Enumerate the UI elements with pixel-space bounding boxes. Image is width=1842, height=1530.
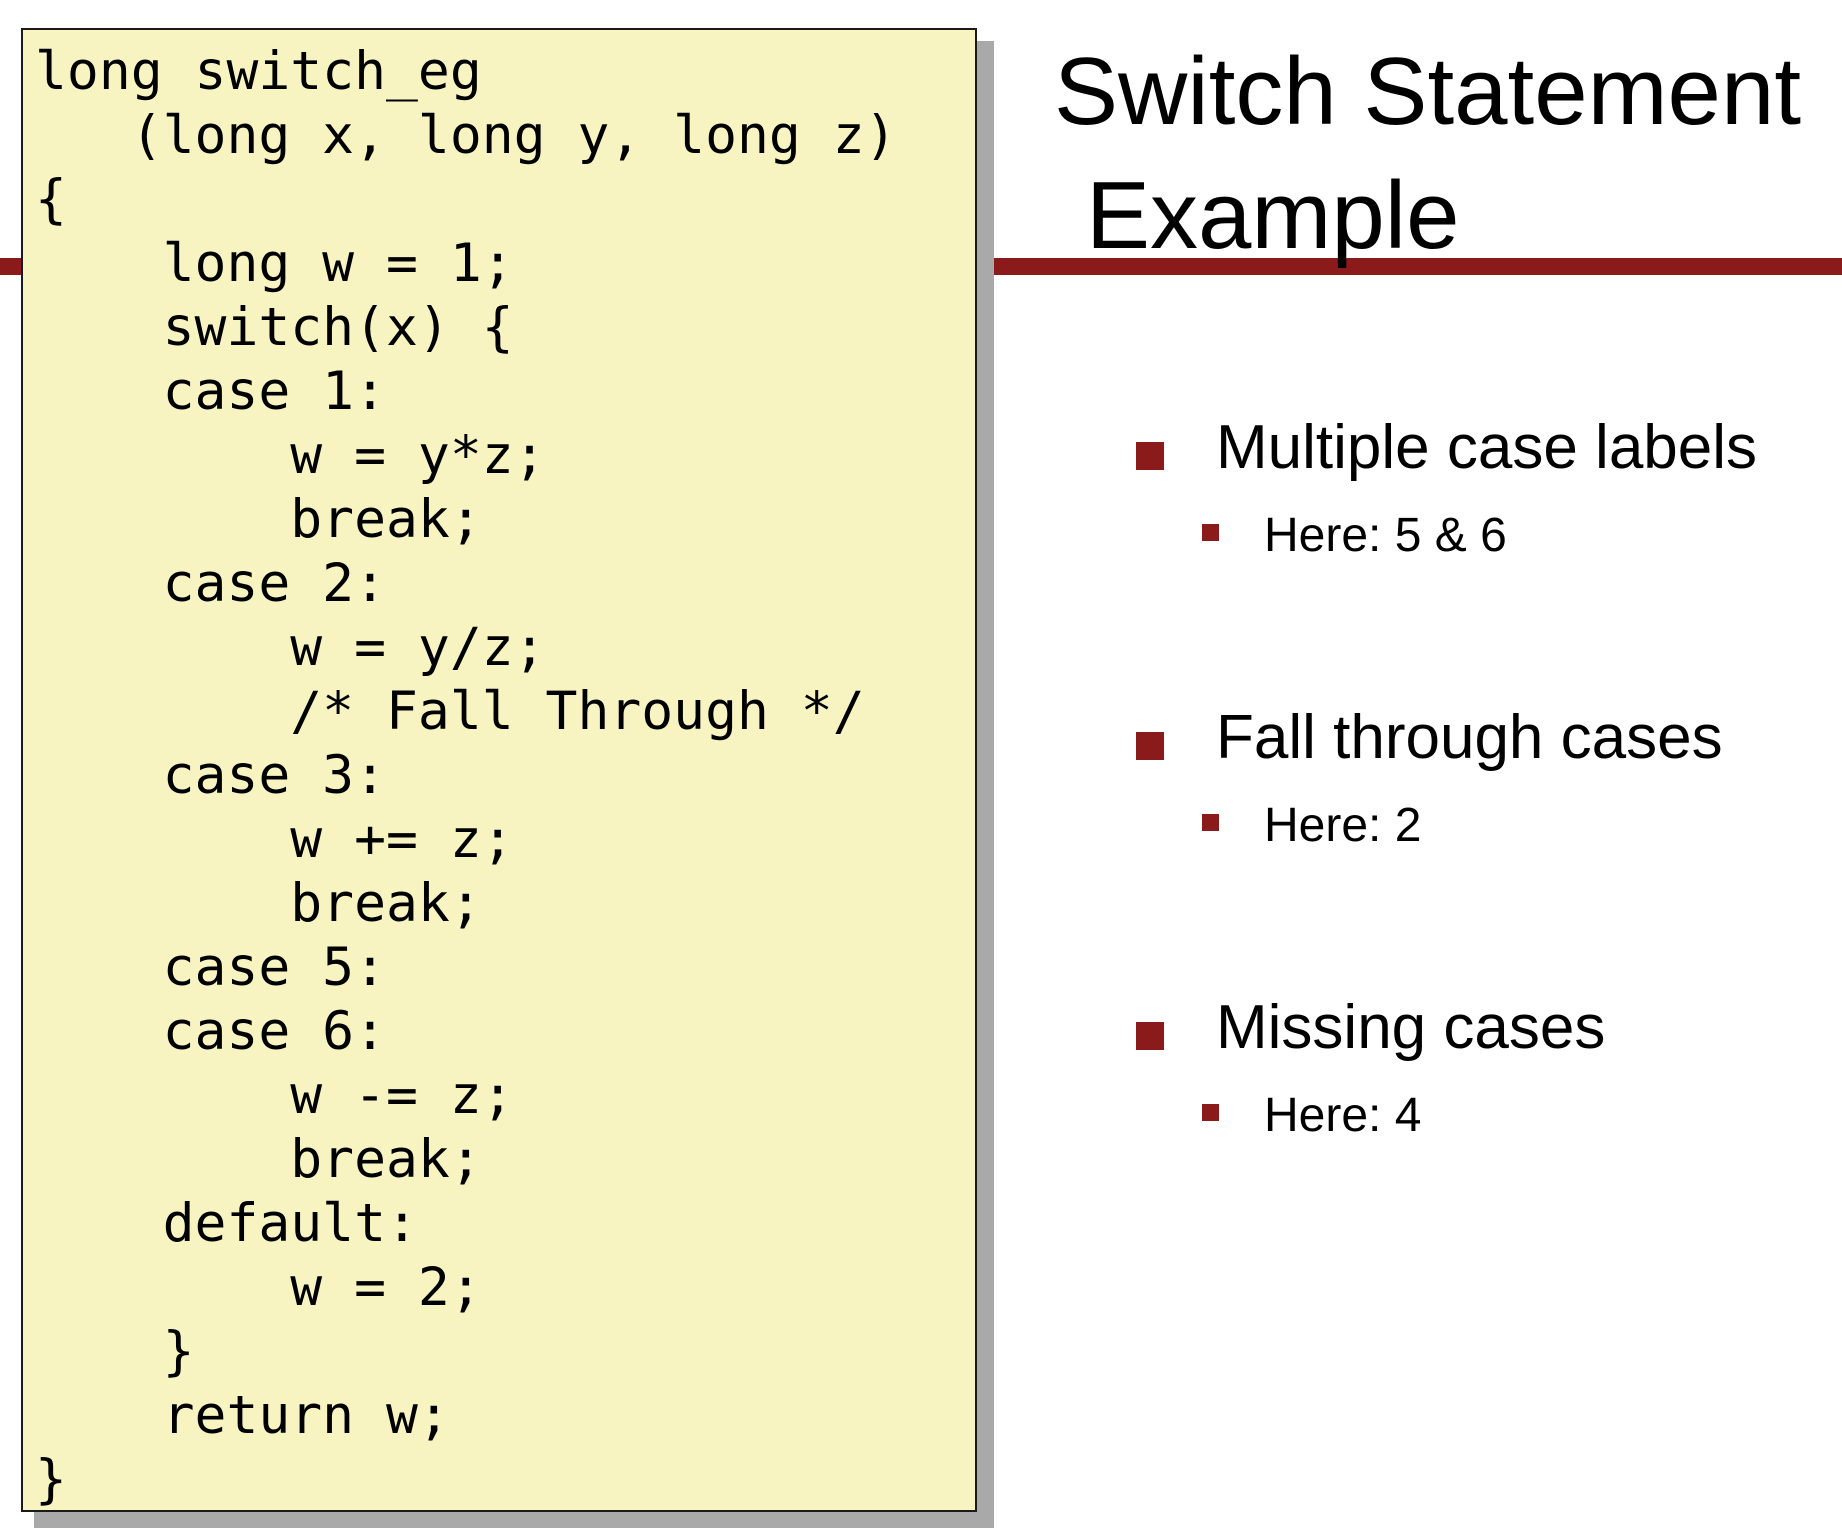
code-line: case 5:: [35, 937, 386, 998]
sub-bullet-text: Here: 4: [1264, 1089, 1422, 1142]
code-line: long switch_eg: [35, 41, 482, 102]
code-line: (long x, long y, long z): [35, 105, 897, 166]
square-bullet-icon: [1136, 732, 1164, 760]
small-square-bullet-icon: [1202, 524, 1219, 541]
code-line: }: [35, 1321, 195, 1382]
slide-title-line-2: Example: [1086, 162, 1460, 269]
slide-title-line-1: Switch Statement: [1054, 38, 1801, 145]
sub-bullet-item: Here: 5 & 6: [1136, 504, 1836, 568]
bullet-item: Missing cases: [1136, 988, 1836, 1068]
small-square-bullet-icon: [1202, 1104, 1219, 1121]
code-line: case 2:: [35, 553, 386, 614]
small-square-bullet-icon: [1202, 814, 1219, 831]
code-line: case 3:: [35, 745, 386, 806]
slide-title: Switch Statement Example: [1054, 30, 1834, 278]
sub-bullet-item: Here: 2: [1136, 794, 1836, 858]
bullet-group-missing-cases: Missing cases Here: 4: [1136, 988, 1836, 1278]
code-line: {: [35, 169, 67, 230]
code-line: return w;: [35, 1385, 450, 1446]
code-line: switch(x) {: [35, 297, 514, 358]
code-line: w = y/z;: [35, 617, 546, 678]
bullet-text: Multiple case labels: [1216, 413, 1758, 482]
code-line: w -= z;: [35, 1065, 514, 1126]
sub-bullet-item: Here: 4: [1136, 1084, 1836, 1148]
code-line: case 6:: [35, 1001, 386, 1062]
code-line: long w = 1;: [35, 233, 514, 294]
sub-bullet-text: Here: 2: [1264, 799, 1422, 852]
bullet-item: Fall through cases: [1136, 698, 1836, 778]
bullet-list: Multiple case labels Here: 5 & 6 Fall th…: [1136, 408, 1836, 1278]
code-line: w = y*z;: [35, 425, 546, 486]
code-line: case 1:: [35, 361, 386, 422]
square-bullet-icon: [1136, 1022, 1164, 1050]
code-line: w += z;: [35, 809, 514, 870]
square-bullet-icon: [1136, 442, 1164, 470]
bullet-group-multiple-labels: Multiple case labels Here: 5 & 6: [1136, 408, 1836, 698]
bullet-item: Multiple case labels: [1136, 408, 1836, 488]
bullet-text: Fall through cases: [1216, 703, 1723, 772]
code-line: w = 2;: [35, 1257, 482, 1318]
bullet-text: Missing cases: [1216, 993, 1606, 1062]
bullet-group-fall-through: Fall through cases Here: 2: [1136, 698, 1836, 988]
sub-bullet-text: Here: 5 & 6: [1264, 509, 1507, 562]
code-line: break;: [35, 489, 482, 550]
code-line: }: [35, 1449, 67, 1510]
code-line: break;: [35, 873, 482, 934]
code-listing: long switch_eg (long x, long y, long z) …: [21, 28, 977, 1512]
code-line: break;: [35, 1129, 482, 1190]
code-line: default:: [35, 1193, 418, 1254]
code-line: /* Fall Through */: [35, 681, 865, 742]
